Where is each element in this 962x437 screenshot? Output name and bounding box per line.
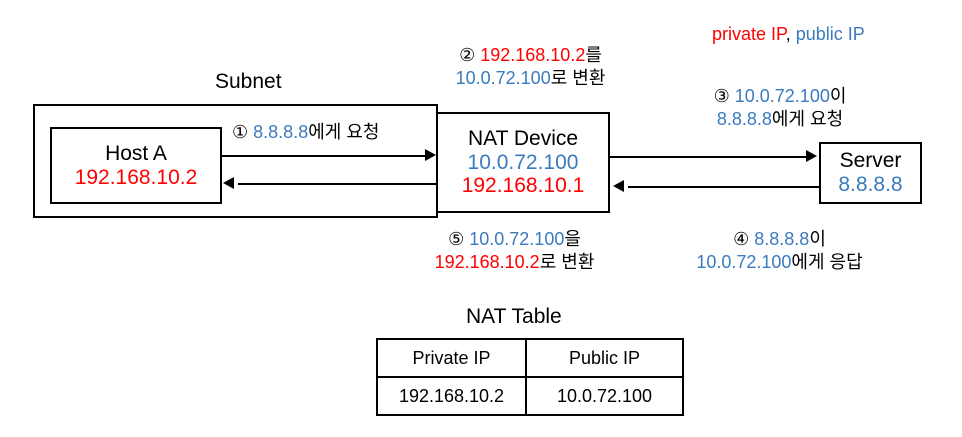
node-nat-device-private-ip: 192.168.10.1: [461, 174, 585, 198]
arrow-server-to-nat-icon: [613, 180, 624, 192]
step-3-label: ③ 10.0.72.100이 8.8.8.8에게 요청: [675, 85, 885, 131]
step-1-ip: 8.8.8.8: [253, 122, 309, 142]
arrow-nat-to-host-icon: [223, 177, 234, 189]
step-4-line1-ip: 8.8.8.8: [754, 229, 810, 249]
connector-host-to-nat: [222, 155, 428, 157]
node-host-a-title: Host A: [105, 141, 167, 165]
step-2-line2-ip: 10.0.72.100: [455, 68, 551, 89]
connector-nat-to-host: [238, 183, 436, 185]
legend-separator: ,: [785, 24, 796, 44]
node-nat-device-title: NAT Device: [467, 127, 579, 151]
arrow-nat-to-server-icon: [806, 150, 817, 162]
step-4-line2-ip: 10.0.72.100: [696, 252, 792, 273]
nat-table-title: NAT Table: [466, 305, 562, 328]
nat-table: Private IP Public IP 192.168.10.2 10.0.7…: [376, 338, 684, 416]
connector-server-to-nat: [628, 186, 821, 188]
node-nat-device-public-ip: 10.0.72.100: [467, 150, 579, 174]
node-host-a[interactable]: Host A 192.168.10.2: [50, 127, 222, 204]
node-nat-device[interactable]: NAT Device 10.0.72.100 192.168.10.1: [436, 112, 610, 213]
step-3-line1-text: 이: [829, 86, 847, 106]
step-5-line2-ip: 192.168.10.2: [434, 252, 540, 273]
nat-table-header-row: Private IP Public IP: [376, 338, 684, 378]
step-1-text: 에게 요청: [308, 122, 380, 142]
legend-private-label: private IP: [712, 24, 786, 44]
subnet-label: Subnet: [215, 70, 282, 93]
step-4-line2-text: 에게 응답: [791, 252, 863, 273]
step-5-line1-ip: 10.0.72.100: [469, 229, 565, 249]
nat-table-cell-private-ip: 192.168.10.2: [376, 376, 527, 416]
step-3-line2-text: 에게 요청: [771, 109, 844, 130]
nat-table-header-public: Public IP: [525, 338, 684, 378]
step-5-label: ⑤ 10.0.72.100을 192.168.10.2로 변환: [402, 228, 627, 274]
legend-public-label: public IP: [795, 24, 865, 44]
node-server-title: Server: [839, 149, 902, 173]
step-2-line1-ip: 192.168.10.2: [480, 45, 586, 65]
step-5-number: ⑤: [448, 229, 465, 249]
step-2-line1-text: 를: [585, 45, 602, 65]
step-4-label: ④ 8.8.8.8이 10.0.72.100에게 응답: [672, 228, 887, 274]
step-3-line2-ip: 8.8.8.8: [716, 109, 772, 130]
step-2-line2-text: 로 변환: [550, 68, 606, 89]
node-server[interactable]: Server 8.8.8.8: [819, 142, 922, 204]
legend: private IP, public IP: [712, 24, 865, 45]
connector-nat-to-server: [610, 156, 806, 158]
table-row: 192.168.10.2 10.0.72.100: [376, 376, 684, 416]
step-3-line1-ip: 10.0.72.100: [734, 86, 830, 106]
node-host-a-ip: 192.168.10.2: [74, 165, 198, 189]
step-2-label: ② 192.168.10.2를 10.0.72.100로 변환: [423, 44, 638, 90]
step-4-number: ④: [733, 229, 750, 249]
step-4-line1-text: 이: [809, 229, 826, 249]
step-1-number: ①: [232, 122, 249, 142]
step-3-number: ③: [713, 86, 730, 106]
node-server-ip: 8.8.8.8: [838, 173, 903, 196]
step-1-label: ① 8.8.8.8에게 요청: [232, 121, 379, 144]
step-2-number: ②: [459, 45, 476, 65]
arrow-host-to-nat-icon: [425, 149, 436, 161]
nat-table-cell-public-ip: 10.0.72.100: [525, 376, 684, 416]
step-5-line1-text: 을: [564, 229, 581, 249]
nat-table-header-private: Private IP: [376, 338, 527, 378]
step-5-line2-text: 로 변환: [539, 252, 595, 273]
